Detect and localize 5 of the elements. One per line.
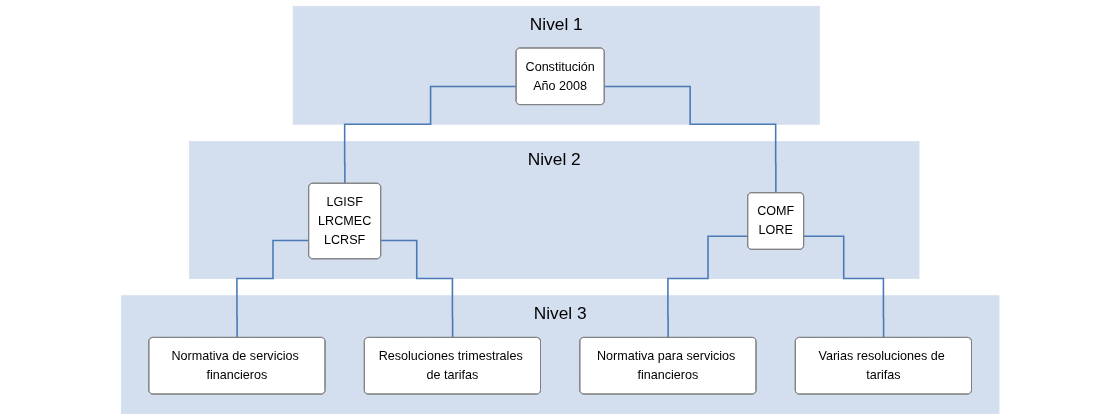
connector <box>603 85 777 194</box>
connector <box>803 235 885 339</box>
connector <box>666 235 749 339</box>
connector <box>235 239 310 339</box>
connector <box>380 239 454 339</box>
